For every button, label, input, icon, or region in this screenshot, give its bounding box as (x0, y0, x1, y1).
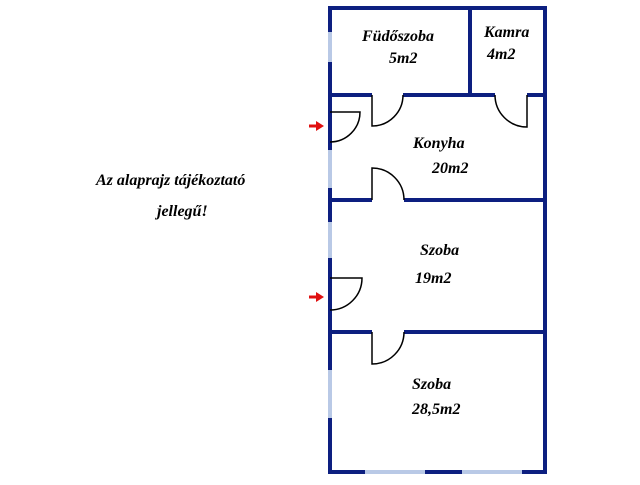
room-label-pantry-name: Kamra (483, 24, 529, 41)
windows (328, 32, 522, 474)
room-label-room2-area: 28,5m2 (411, 401, 460, 418)
room-label-bathroom-name: Füdőszoba (361, 28, 434, 45)
disclaimer-line-2: jellegű! (157, 203, 208, 220)
disclaimer-line-1: Az alaprajz tájékoztató (96, 172, 246, 189)
entrance-arrow-icon (309, 121, 324, 131)
interior-walls (330, 8, 545, 334)
entrance-arrow-icon (309, 292, 324, 302)
room-label-room1-area: 19m2 (415, 270, 451, 287)
entrance-arrows (309, 121, 324, 302)
room-label-room2-name: Szoba (412, 376, 451, 393)
doors (329, 94, 528, 365)
room-label-kitchen-name: Konyha (412, 135, 465, 152)
room-label-pantry-area: 4m2 (486, 46, 515, 63)
room-label-kitchen-area: 20m2 (431, 160, 468, 177)
room-label-bathroom-area: 5m2 (389, 50, 417, 67)
room-label-room1-name: Szoba (420, 242, 459, 259)
room-labels: Füdőszoba 5m2 Kamra 4m2 Konyha 20m2 Szob… (361, 24, 529, 418)
